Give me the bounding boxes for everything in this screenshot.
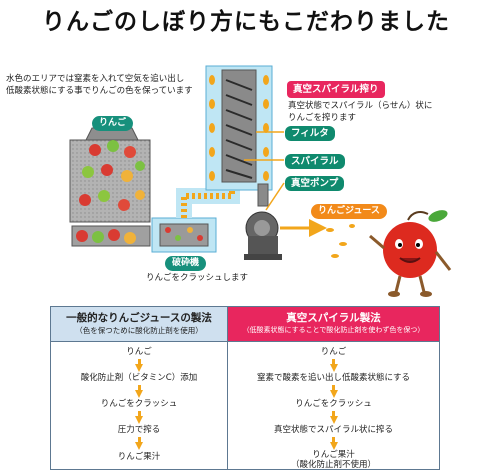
conventional-step: 酸化防止剤（ビタミンC）添加 — [80, 373, 198, 383]
intro-text-line2: 低酸素状態にする事でりんごの色を保っています — [6, 86, 193, 96]
callout-lines — [244, 131, 285, 211]
conventional-method-panel: 一般的なりんごジュースの製法 （色を保つために酸化防止剤を使用） りんご 酸化防… — [50, 306, 228, 470]
vacuum-spiral-method-title: 真空スパイラル製法 — [286, 312, 381, 324]
conventional-method-header: 一般的なりんごジュースの製法 （色を保つために酸化防止剤を使用） — [51, 307, 227, 342]
down-arrow-icon — [329, 390, 338, 398]
vacuum-step: りんご果汁 — [312, 450, 355, 460]
apple-mascot — [369, 210, 452, 297]
juice-arrow — [280, 219, 355, 258]
conveyor — [71, 225, 151, 247]
conventional-method-subtitle: （色を保つために酸化防止剤を使用） — [75, 326, 203, 335]
down-arrow-icon — [135, 364, 143, 372]
vacuum-spiral-method-header: 真空スパイラル製法 （低酸素状態にすることで酸化防止剤を使わず色を保つ） — [228, 307, 439, 342]
label-vacuum-desc1: 真空状態でスパイラル（らせん）状に — [288, 101, 433, 111]
label-vacuum-desc2: りんごを搾ります — [288, 113, 357, 123]
label-crusher: 破砕機 — [165, 256, 207, 271]
down-arrow-icon — [135, 416, 143, 424]
vacuum-step: 窒素で酸素を追い出し低酸素状態にする — [256, 373, 411, 383]
label-apple: りんご — [92, 116, 134, 131]
down-arrow-icon — [329, 416, 338, 424]
vacuum-step-note: （酸化防止剤不使用） — [290, 460, 376, 470]
vacuum-spiral-method-panel: 真空スパイラル製法 （低酸素状態にすることで酸化防止剤を使わず色を保つ） りんご… — [228, 306, 440, 470]
label-filter: フィルタ — [285, 126, 335, 141]
conventional-step: りんご果汁 — [117, 452, 161, 462]
vacuum-step: りんご — [320, 347, 347, 357]
label-spiral: スパイラル — [285, 154, 345, 169]
label-juice: りんごジュース — [311, 204, 387, 219]
conventional-step: 圧力で搾る — [117, 425, 161, 435]
juicing-process-diagram — [69, 65, 452, 297]
page-title: りんごのしぼり方にもこだわりました — [42, 9, 450, 35]
label-pump: 真空ポンプ — [285, 176, 345, 191]
down-arrow-icon — [329, 364, 338, 372]
conventional-step: りんごをクラッシュ — [100, 399, 178, 409]
vacuum-spiral-method-subtitle: （低酸素状態にすることで酸化防止剤を使わず色を保つ） — [242, 326, 425, 334]
apple-hopper — [69, 127, 151, 223]
vacuum-pump — [244, 211, 282, 260]
vacuum-step: りんごをクラッシュ — [295, 399, 372, 409]
conventional-method-title: 一般的なりんごジュースの製法 — [66, 312, 212, 324]
conventional-step: りんご — [126, 347, 152, 357]
label-crusher-desc: りんごをクラッシュします — [146, 273, 249, 283]
down-arrow-icon — [329, 442, 338, 450]
crusher — [151, 217, 217, 253]
apples-in-hopper — [79, 140, 145, 211]
down-arrow-icon — [135, 390, 143, 398]
label-vacuum-title: 真空スパイラル搾り — [287, 81, 385, 98]
spiral-press — [205, 65, 273, 207]
down-arrow-icon — [135, 442, 143, 450]
intro-text-line1: 水色のエリアでは窒素を入れて空気を追い出し — [6, 74, 185, 84]
vacuum-step: 真空状態でスパイラル状に搾る — [273, 425, 393, 435]
